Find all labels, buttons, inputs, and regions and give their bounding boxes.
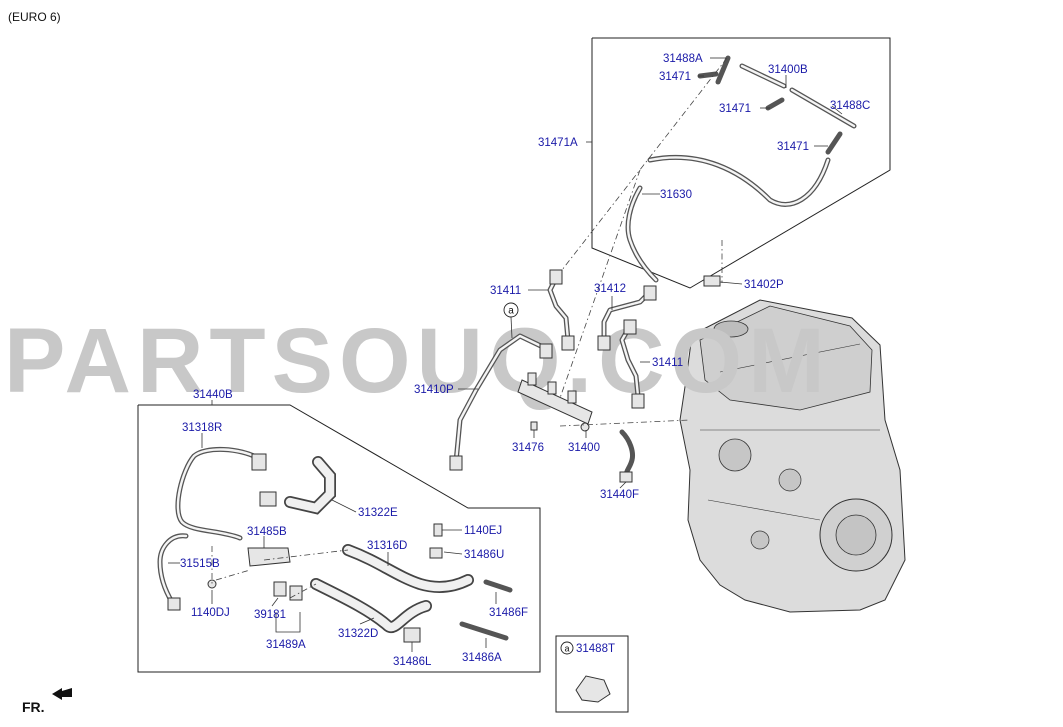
clamp-39181-shape <box>273 581 287 597</box>
label-31485B[interactable]: 31485B <box>247 526 287 538</box>
label-31471-mid[interactable]: 31471 <box>719 103 751 115</box>
variant-label: (EURO 6) <box>8 10 61 24</box>
label-31400B[interactable]: 31400B <box>768 64 808 76</box>
connector-31486A-shape <box>459 621 509 641</box>
label-31322D[interactable]: 31322D <box>338 628 378 640</box>
connector-31486F-shape <box>483 579 513 593</box>
label-31440F[interactable]: 31440F <box>600 489 639 501</box>
inset-ref-letter: a <box>564 644 569 654</box>
label-31440B[interactable]: 31440B <box>193 389 233 401</box>
hose-31471-right-shape <box>825 131 843 155</box>
label-31316D[interactable]: 31316D <box>367 540 407 552</box>
return-line-parts <box>625 55 857 287</box>
label-31410P[interactable]: 31410P <box>414 384 454 396</box>
label-31486F[interactable]: 31486F <box>489 607 528 619</box>
bolt-1140DJ-shape <box>207 579 217 589</box>
label-31322E[interactable]: 31322E <box>358 507 398 519</box>
pump-hose-parts <box>157 446 513 643</box>
label-31402P[interactable]: 31402P <box>744 279 784 291</box>
label-31488C[interactable]: 31488C <box>830 100 870 112</box>
label-31488A[interactable]: 31488A <box>663 53 703 65</box>
label-31476[interactable]: 31476 <box>512 442 544 454</box>
label-31486A[interactable]: 31486A <box>462 652 502 664</box>
label-31515B[interactable]: 31515B <box>180 558 220 570</box>
bolt-1140EJ-shape <box>433 523 443 537</box>
clip-31486U-shape <box>429 547 443 559</box>
reference-lines <box>211 57 728 599</box>
label-1140DJ[interactable]: 1140DJ <box>191 607 230 619</box>
leader-lines <box>168 57 843 652</box>
label-31471A[interactable]: 31471A <box>538 137 578 149</box>
label-31471-top[interactable]: 31471 <box>659 71 691 83</box>
connector-31488A-shape <box>715 55 731 85</box>
inset-ref-circle <box>560 641 574 655</box>
front-arrow-icon <box>52 688 72 700</box>
label-31471-right[interactable]: 31471 <box>777 141 809 153</box>
group-box-return-lines <box>591 37 891 289</box>
callout-a-letter: a <box>508 306 514 317</box>
oil-filler-cap-shape <box>713 320 749 338</box>
clip-31486L-shape <box>403 627 421 643</box>
inset-box-31488T <box>555 635 629 713</box>
group-box-pump-hoses <box>137 404 541 673</box>
high-pressure-pump-shape <box>718 438 752 472</box>
bolt-31476-shape <box>530 421 538 431</box>
front-direction-label: FR. <box>22 699 45 715</box>
label-31488T[interactable]: 31488T <box>576 643 615 655</box>
label-39181[interactable]: 39181 <box>254 609 286 621</box>
hose-31471-mid-shape <box>765 97 785 111</box>
fuel-rail-parts <box>449 269 657 483</box>
label-31318R[interactable]: 31318R <box>182 422 222 434</box>
clip-31402P-shape <box>703 275 721 287</box>
filter-housing-31485B-shape <box>247 547 291 567</box>
label-31486L[interactable]: 31486L <box>393 656 432 668</box>
label-31412[interactable]: 31412 <box>594 283 626 295</box>
sensor-wire-31440F-shape <box>619 429 635 479</box>
label-31486U[interactable]: 31486U <box>464 549 504 561</box>
label-31630[interactable]: 31630 <box>660 189 692 201</box>
label-31400[interactable]: 31400 <box>568 442 600 454</box>
label-1140EJ[interactable]: 1140EJ <box>464 525 502 537</box>
watermark-text: PARTSOUQ.COM <box>4 310 831 412</box>
label-31411-right[interactable]: 31411 <box>652 357 683 369</box>
label-31489A[interactable]: 31489A <box>266 639 306 651</box>
clip-31488T-shape <box>575 675 611 703</box>
label-31411-left[interactable]: 31411 <box>490 285 521 297</box>
engine-assembly <box>679 299 906 613</box>
